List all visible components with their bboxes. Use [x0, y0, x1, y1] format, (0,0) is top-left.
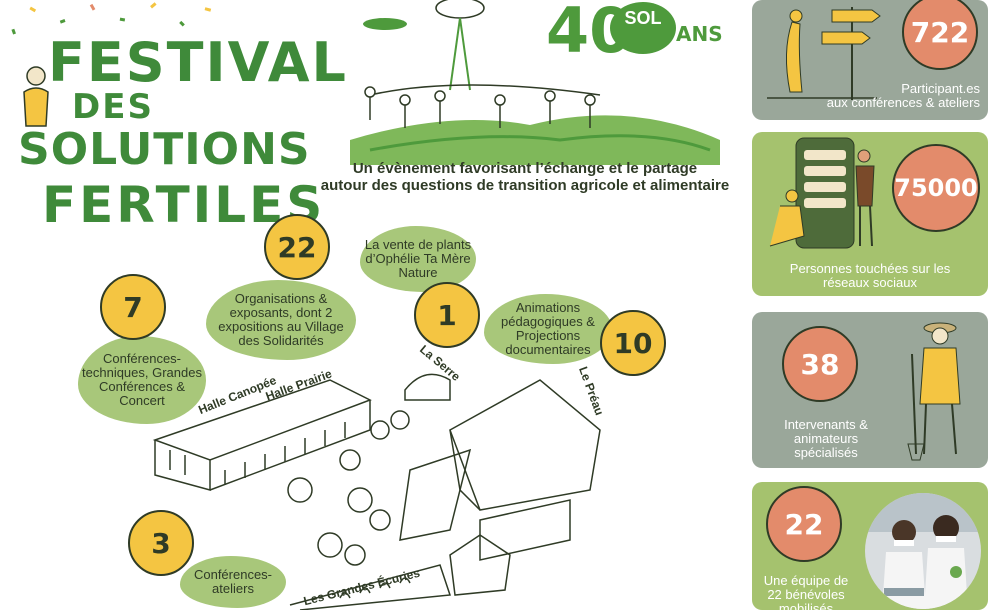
stat-social-line1: Personnes touchées sur les — [789, 261, 951, 276]
festival-title-line3: SOLUTIONS — [18, 124, 311, 175]
stat-volunteers-line2: 22 bénévoles — [767, 587, 845, 602]
stat-speakers-line1: Intervenants & — [784, 417, 868, 432]
stat-participants-line2: aux conférences & ateliers — [826, 95, 980, 110]
stat-ateliers-number: 3 — [128, 510, 194, 576]
festival-title-line2: DES — [72, 87, 154, 127]
stat-plants-text: La vente de plants d’Ophélie Ta Mère Nat… — [360, 226, 476, 292]
stat-organisations-number: 22 — [264, 214, 330, 280]
stat-ateliers-label: Conférences-ateliers — [193, 567, 273, 596]
anniversary-suffix: ANS — [676, 22, 723, 46]
farmer-illustration — [907, 322, 961, 461]
stat-participants-line1: Participant.es — [901, 81, 980, 96]
stat-conferences-text: Conférences-techniques, Grandes Conféren… — [78, 336, 206, 424]
stat-volunteers-line3: mobilisés — [778, 601, 834, 610]
stat-animations-text: Animations pédagogiques & Projections do… — [484, 294, 612, 364]
stat-conferences-number: 7 — [100, 274, 166, 340]
stat-volunteers-line1: Une équipe de — [763, 573, 849, 588]
stat-volunteers-text: Une équipe de 22 bénévoles mobilisés — [752, 574, 860, 610]
stat-animations-number: 10 — [600, 310, 666, 376]
subtitle-line1: Un évènement favorisant l’échange et le … — [352, 160, 698, 177]
stat-plants-number: 1 — [414, 282, 480, 348]
sol-logo: SOL — [610, 2, 676, 54]
stat-organisations-label: Organisations & exposants, dont 2 exposi… — [218, 291, 344, 348]
stat-ateliers-text: Conférences-ateliers — [180, 556, 286, 608]
panel-volunteers: 22 Une équipe de 22 bénévoles mobilisés — [752, 482, 988, 610]
stat-volunteers-number: 22 — [766, 486, 842, 562]
stat-speakers-line2: animateurs — [793, 431, 859, 446]
signpost-illustration — [767, 7, 881, 100]
stat-speakers-text: Intervenants & animateurs spécialisés — [756, 418, 896, 460]
stat-speakers-number: 38 — [782, 326, 858, 402]
volunteers-photo — [865, 493, 981, 609]
stat-plants-label: La vente de plants d’Ophélie Ta Mère Nat… — [364, 237, 472, 280]
site-map-illustration — [152, 373, 601, 610]
stat-social-line2: réseaux sociaux — [823, 275, 917, 290]
subtitle-line2: autour des questions de transition agric… — [320, 177, 730, 194]
confetti-decoration — [11, 2, 212, 35]
panel-speakers: 38 Intervenants & animateurs spécialisés — [752, 312, 988, 468]
stat-social-text: Personnes touchées sur les réseaux socia… — [758, 262, 982, 290]
panel-social-reach: 75000 Personnes touchées sur les réseaux… — [752, 132, 988, 296]
festival-title-line1: FESTIVAL — [48, 31, 348, 94]
stat-animations-label: Animations pédagogiques & Projections do… — [501, 300, 595, 357]
phone-chat-illustration — [769, 137, 875, 249]
mascot-illustration — [23, 66, 49, 127]
panel-participants: 722 Participant.es aux conférences & ate… — [752, 0, 988, 120]
stat-participants-number: 722 — [902, 0, 978, 70]
stat-conferences-label: Conférences-techniques, Grandes Conféren… — [82, 351, 202, 408]
stat-organisations-text: Organisations & exposants, dont 2 exposi… — [206, 280, 356, 360]
event-subtitle: Un évènement favorisant l’échange et le … — [290, 160, 760, 194]
hill-people-illustration — [350, 0, 720, 165]
stat-speakers-line3: spécialisés — [794, 445, 858, 460]
stat-social-number: 75000 — [892, 144, 980, 232]
stat-participants-text: Participant.es aux conférences & atelier… — [792, 82, 980, 110]
